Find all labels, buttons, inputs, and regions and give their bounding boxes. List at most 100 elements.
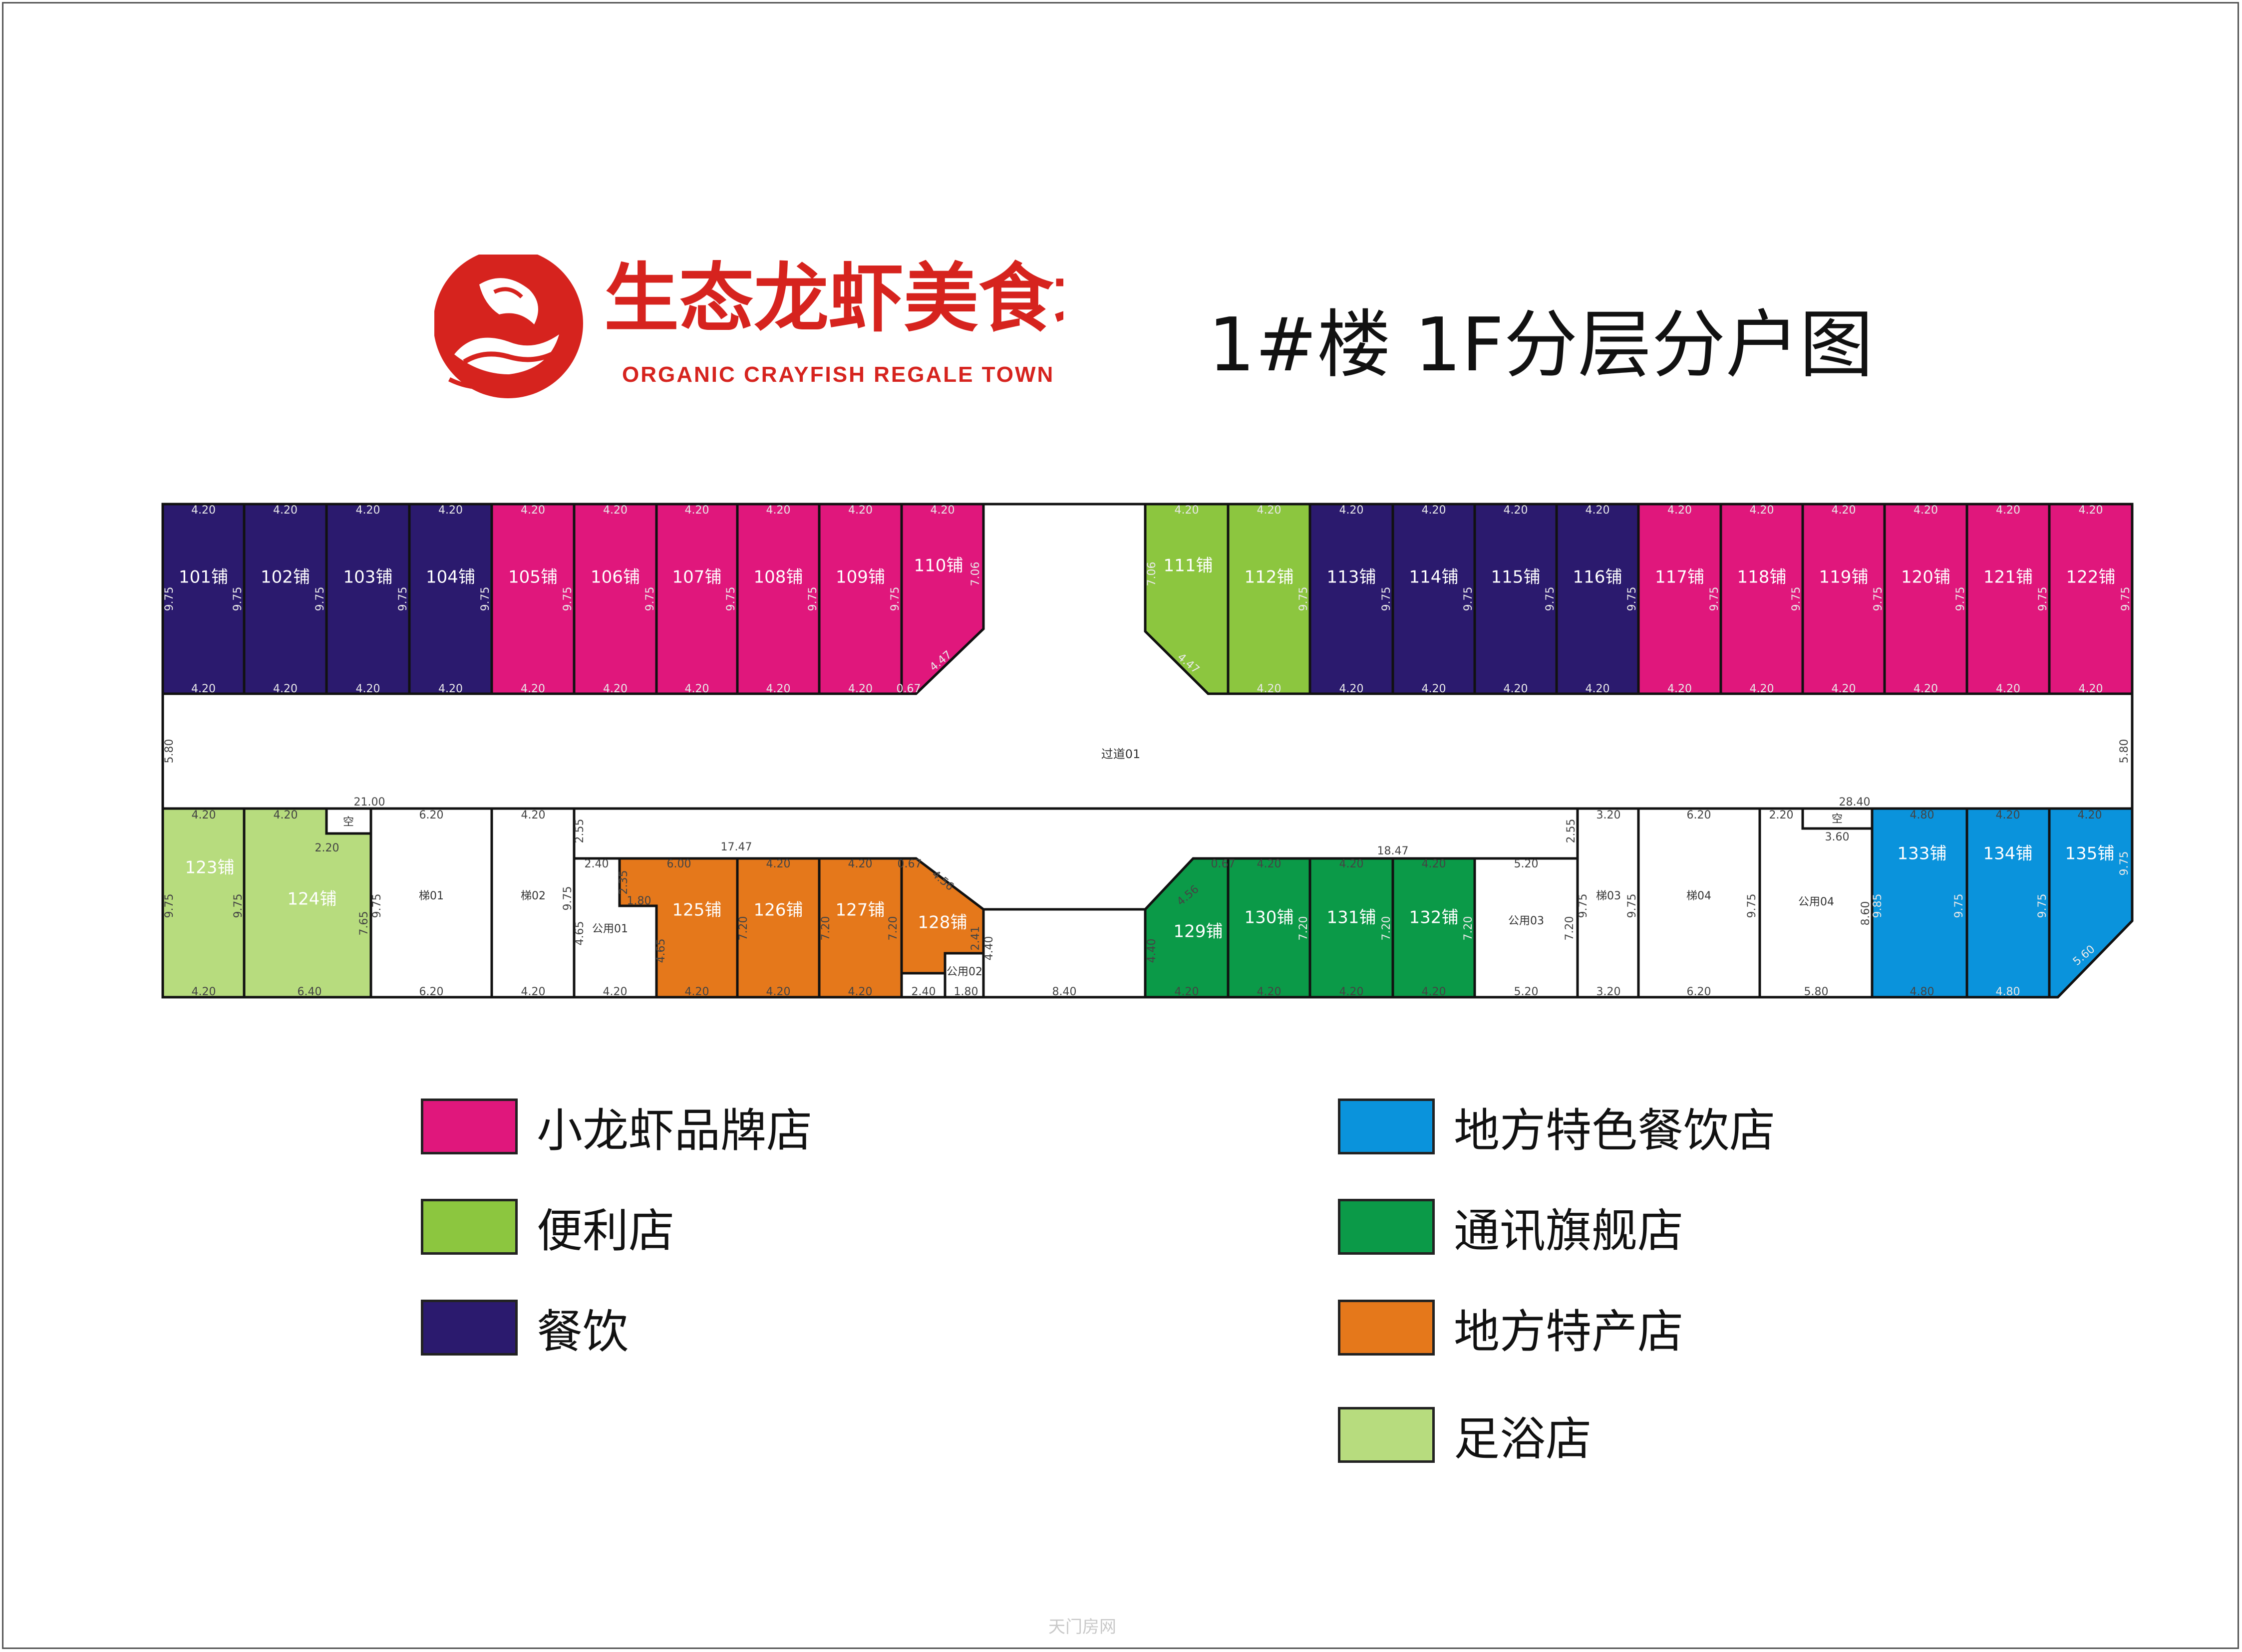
room-label: 公用04 [1798, 896, 1834, 908]
dimension-label: 4.20 [274, 809, 298, 822]
shop-label: 109铺 [836, 567, 885, 587]
room-unit [1637, 807, 1761, 999]
dimension-label: 4.40 [983, 936, 995, 961]
dimension-label: 4.20 [766, 683, 791, 695]
legend-item-convenience: 便利店 [421, 1197, 674, 1258]
dimension-label: 9.75 [1746, 894, 1758, 918]
shop-label: 127铺 [836, 900, 885, 920]
shop-label: 119铺 [1819, 567, 1869, 587]
dimension-label: 2.55 [574, 819, 586, 843]
dimension-label: 4.20 [438, 683, 463, 695]
brand-logo: 生态龙虾美食城 ORGANIC CRAYFISH REGALE TOWN [433, 249, 1128, 401]
shop-label: 117铺 [1655, 567, 1704, 587]
legend-item-telecom: 通讯旗舰店 [1338, 1197, 1683, 1258]
dimension-label: 7.20 [820, 916, 832, 941]
legend-swatch [1338, 1199, 1435, 1255]
dimension-label: 4.20 [1339, 986, 1364, 998]
dimension-label: 4.20 [766, 504, 791, 517]
dimension-label: 6.20 [419, 986, 444, 998]
dimension-label: 4.20 [766, 858, 791, 870]
shop-label: 131铺 [1327, 908, 1376, 928]
dimension-label: 4.20 [356, 683, 380, 695]
dimension-label: 9.75 [1462, 587, 1475, 611]
dimension-label: 4.20 [1504, 504, 1528, 517]
passage-unit [982, 908, 1147, 999]
room-label: 公用01 [592, 923, 628, 935]
shop-label: 121铺 [1983, 567, 2033, 587]
dimension-label: 8.40 [1052, 986, 1077, 998]
dimension-label: 4.20 [848, 504, 873, 517]
dimension-label: 9.75 [163, 587, 176, 611]
dimension-label: 4.20 [1422, 986, 1446, 998]
dimension-label: 7.20 [1380, 916, 1393, 941]
dimension-label: 9.75 [2037, 587, 2049, 611]
shop-label: 108铺 [754, 567, 803, 587]
dimension-label: 0.67 [898, 858, 922, 870]
dimension-label: 4.20 [191, 504, 216, 517]
dimension-label: 3.60 [1825, 831, 1850, 843]
dimension-label: 1.80 [627, 895, 651, 907]
shop-label: 133铺 [1898, 844, 1947, 864]
dimension-label: 4.20 [1339, 504, 1364, 517]
dimension-label: 17.47 [721, 841, 752, 853]
dimension-label: 4.20 [1914, 504, 1938, 517]
corridor-label: 过道01 [1101, 747, 1141, 761]
dimension-label: 6.40 [298, 986, 322, 998]
dimension-label: 4.20 [848, 986, 873, 998]
dimension-label: 8.60 [1860, 901, 1872, 926]
room-unit [1473, 857, 1579, 999]
shop-label: 112铺 [1245, 567, 1294, 587]
shop-label: 104铺 [426, 567, 475, 587]
shop-label: 124铺 [288, 889, 337, 909]
legend-item-brand: 小龙虾品牌店 [421, 1097, 812, 1157]
dimension-label: 4.20 [1996, 809, 2020, 822]
dimension-label: 4.20 [603, 504, 628, 517]
legend-item-specialty: 地方特产店 [1338, 1298, 1683, 1359]
dimension-label: 4.20 [1586, 683, 1610, 695]
legend-swatch [1338, 1099, 1435, 1154]
legend-item-local-food: 地方特色餐饮店 [1338, 1097, 1775, 1157]
dimension-label: 4.20 [931, 504, 955, 517]
shop-label: 106铺 [591, 567, 640, 587]
dimension-label: 4.20 [521, 809, 546, 822]
shop-unit [818, 857, 903, 999]
legend-swatch [421, 1099, 518, 1154]
dimension-label: 4.20 [1750, 683, 1774, 695]
dimension-label: 9.75 [397, 587, 409, 611]
dimension-label: 9.75 [1790, 587, 1803, 611]
dimension-label: 7.06 [969, 562, 982, 586]
dimension-label: 9.75 [1872, 587, 1885, 611]
dimension-label: 9.75 [2036, 894, 2049, 918]
legend-swatch [421, 1199, 518, 1255]
dimension-label: 4.20 [685, 683, 709, 695]
dimension-label: 9.75 [371, 894, 383, 918]
dimension-label: 4.20 [273, 504, 298, 517]
dimension-label: 9.75 [1626, 587, 1638, 611]
dimension-label: 3.20 [1597, 809, 1621, 822]
dimension-label: 6.20 [1687, 986, 1711, 998]
dimension-label: 4.20 [2079, 683, 2103, 695]
dimension-label: 4.20 [685, 986, 709, 998]
shop-label: 116铺 [1573, 567, 1622, 587]
dimension-label: 9.75 [1626, 894, 1638, 918]
dimension-label: 4.20 [521, 683, 545, 695]
dimension-label: 5.20 [1514, 986, 1539, 998]
legend-label: 小龙虾品牌店 [537, 1103, 813, 1157]
dimension-label: 5.80 [163, 739, 176, 764]
dimension-label: 9.75 [2120, 587, 2132, 611]
room-label: 公用02 [947, 966, 982, 978]
dimension-label: 9.85 [1872, 894, 1884, 918]
dimension-label: 9.75 [1954, 587, 1967, 611]
dimension-label: 4.20 [603, 986, 628, 998]
dimension-label: 5.80 [2118, 739, 2131, 764]
shop-unit [2048, 807, 2134, 999]
dimension-label: 9.75 [807, 587, 819, 611]
dimension-label: 9.75 [1577, 894, 1590, 918]
dimension-label: 6.20 [419, 809, 444, 822]
dimension-label: 21.00 [354, 796, 385, 809]
dimension-label: 4.40 [1146, 939, 1158, 963]
dimension-label: 4.20 [1504, 683, 1528, 695]
shop-label: 115铺 [1491, 567, 1541, 587]
